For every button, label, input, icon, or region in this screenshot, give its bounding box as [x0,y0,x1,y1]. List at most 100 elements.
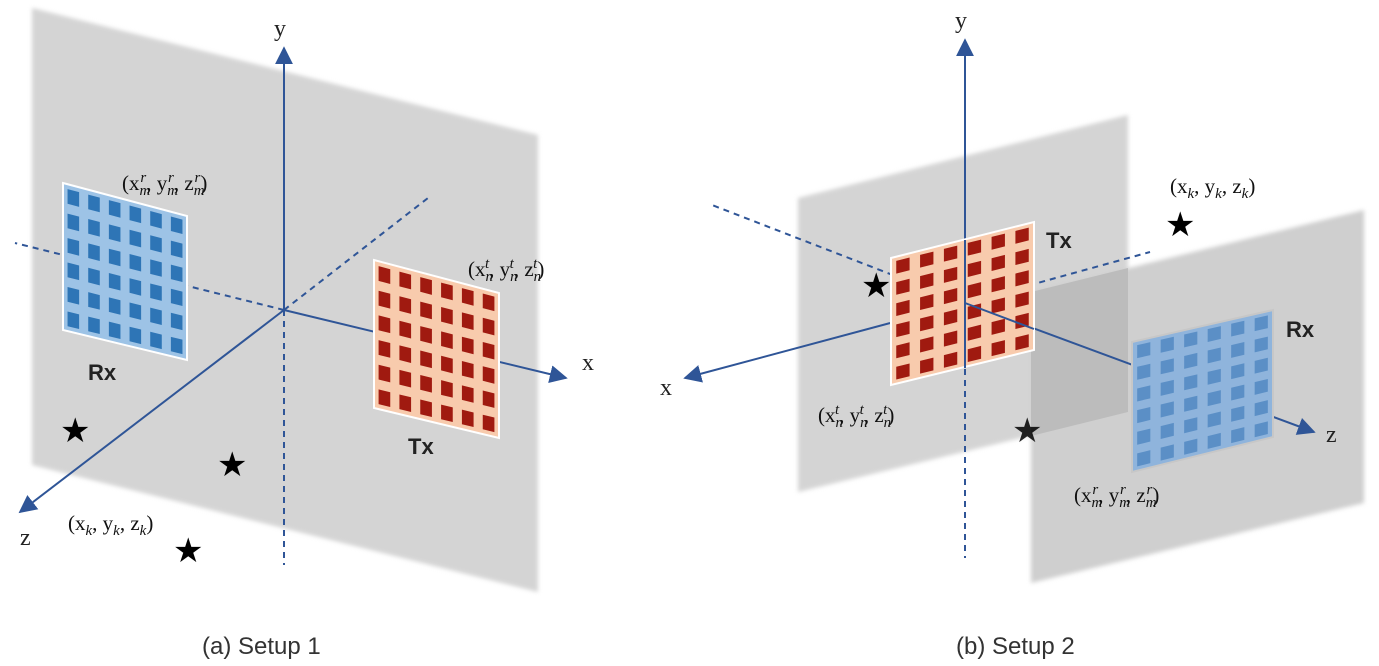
antenna-element [420,375,432,393]
antenna-element [991,340,1005,357]
antenna-element [170,216,183,235]
antenna-element [88,194,100,213]
antenna-element [482,390,495,408]
antenna-element [1137,406,1151,424]
antenna-element [967,345,982,362]
antenna-element [967,282,982,299]
antenna-element [482,342,495,360]
antenna-element [1184,438,1198,455]
antenna-element [1184,417,1198,434]
antenna-element [896,299,910,316]
antenna-element [1160,422,1174,440]
antenna-element [88,267,100,286]
rx-element-grid [67,189,183,355]
caption-setup-1: (a) Setup 1 [202,633,321,660]
antenna-element [967,239,982,256]
antenna-element [420,326,432,344]
antenna-element [991,318,1005,335]
antenna-element [1015,291,1029,308]
antenna-element [129,278,142,296]
tx-label: Tx [1046,228,1072,253]
x-axis-negative [964,251,1151,304]
antenna-element [1207,347,1221,364]
antenna-element [441,355,453,374]
tx-array [890,220,1035,387]
x-axis-label: x [582,350,594,376]
antenna-element [67,238,80,256]
antenna-element [943,330,958,347]
antenna-element [399,394,412,412]
antenna-element [88,218,100,237]
antenna-element [1231,384,1245,401]
y-axis-label: y [274,16,286,42]
antenna-element [920,315,934,332]
antenna-element [991,233,1005,250]
antenna-element [1207,326,1221,342]
antenna-element [129,326,142,345]
antenna-element [461,385,474,403]
antenna-element [1207,432,1221,449]
rx-label: Rx [1286,317,1315,342]
antenna-element [108,248,121,267]
caption-setup-2: (b) Setup 2 [956,633,1075,660]
antenna-element [88,292,100,310]
antenna-element [108,297,121,315]
antenna-element [482,317,495,336]
antenna-element [67,262,80,281]
antenna-element [129,205,142,224]
antenna-element [920,357,934,374]
antenna-element [943,288,958,305]
antenna-element [170,312,183,331]
antenna-element [896,363,910,380]
antenna-element [1207,368,1221,385]
antenna-element [441,331,453,349]
antenna-element [1184,331,1198,348]
antenna-element [461,336,474,355]
antenna-element [1015,334,1029,351]
antenna-element [1184,374,1198,391]
antenna-element [1231,427,1245,444]
target-star-icon: ★ [60,411,90,451]
antenna-element [1254,336,1268,353]
antenna-element [378,315,391,334]
antenna-element [67,189,80,207]
antenna-element [420,301,432,320]
antenna-element [461,288,474,306]
antenna-element [378,266,391,284]
wall-overlap [1031,268,1128,436]
antenna-element [482,414,495,433]
antenna-element [1184,352,1198,369]
target-coordinate: (xk, yk, zk) [68,511,153,539]
antenna-element [920,293,934,311]
antenna-element [991,254,1005,271]
antenna-element [1231,342,1245,358]
antenna-element [1160,444,1174,461]
antenna-element [1160,379,1174,396]
z-axis-label: z [1326,422,1337,448]
antenna-element [399,345,412,363]
antenna-element [67,311,80,330]
antenna-element [150,283,162,301]
antenna-element [150,307,162,325]
antenna-element [1160,401,1174,418]
antenna-element [108,273,121,291]
antenna-element [420,350,432,369]
antenna-element [441,404,453,423]
antenna-element [461,409,474,428]
z-axis [18,309,285,514]
antenna-element [170,288,183,307]
antenna-element [441,306,453,325]
antenna-element [920,251,934,268]
rx-coordinate: (xmr, ymr, zmr) [122,170,207,199]
antenna-element [88,243,100,261]
antenna-element [1137,363,1151,380]
antenna-element [1137,450,1151,467]
antenna-element [378,290,391,309]
antenna-element [441,282,453,301]
antenna-element [67,213,80,232]
antenna-element [108,224,121,242]
antenna-element [896,278,910,295]
antenna-element [150,235,162,253]
antenna-element [1184,395,1198,412]
